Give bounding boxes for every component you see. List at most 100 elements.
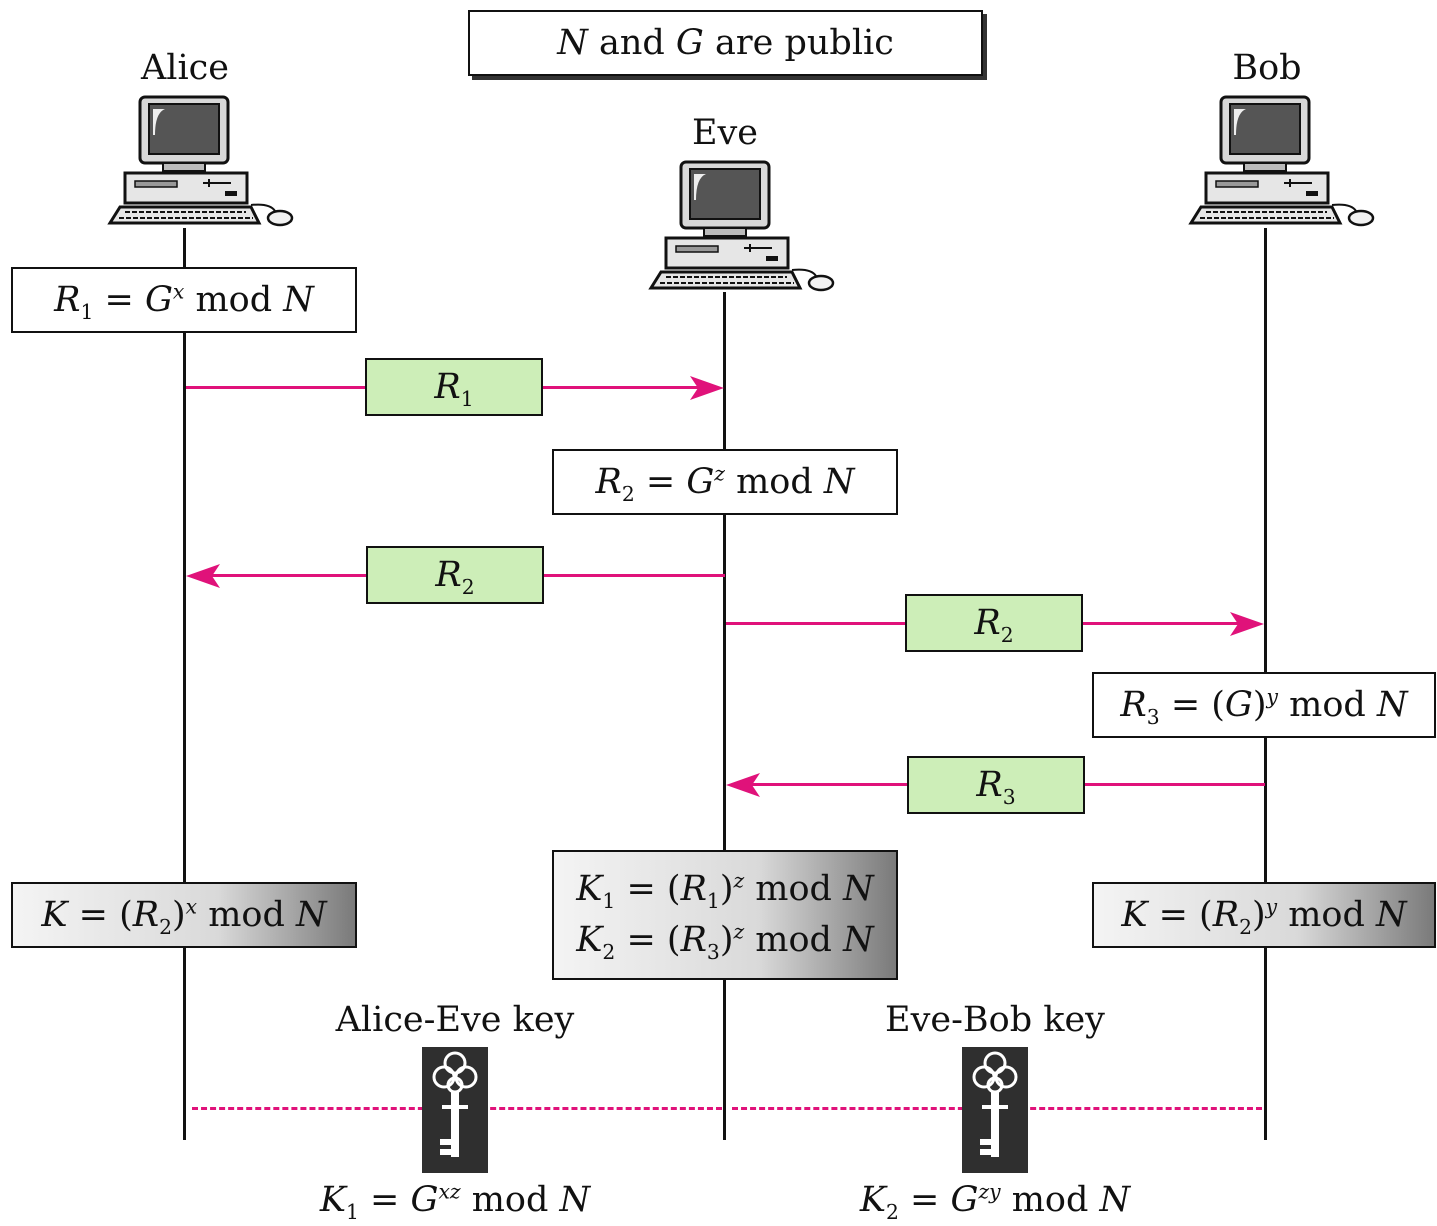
eve-keys-formula: K1 = (R1)z mod N K2 = (R3)z mod N [552,850,898,980]
formula-sub: 2 [886,1200,899,1224]
formula-eq: = ( [615,920,681,960]
formula-n: N [843,869,874,910]
formula-r: R [132,895,160,935]
formula-sub: 3 [706,940,720,964]
formula-mod: mod [184,280,284,320]
formula-paren: ) [1251,895,1266,935]
message-var: R [976,765,1003,805]
formula-r: R [680,869,707,910]
formula-sub: 1 [80,300,94,324]
formula-var: K [576,869,603,910]
formula-mod: mod [1000,1180,1100,1220]
formula-eq: = ( [615,869,681,910]
formula-var: R [1120,685,1147,725]
formula-paren: ) [172,895,186,935]
formula-paren: ) [719,920,734,960]
alice-r1-formula: R1 = Gx mod N [11,267,357,333]
formula-r: R [680,920,707,960]
eve-k1-line: K1 = (R1)z mod N [576,864,873,915]
formula-exp: xz [438,1179,461,1204]
formula-sub: 3 [1146,705,1160,729]
formula-eq: = ( [1147,895,1213,935]
bob-key-formula: K = (R2)y mod N [1092,882,1436,948]
formula-eq: = [634,462,687,502]
alice-eve-key-card [422,1047,488,1173]
formula-sub: 2 [1239,915,1252,939]
eve-lifeline [723,292,726,1140]
formula-base: G [686,462,715,502]
message-var: R [435,555,462,595]
formula-var: K [576,920,603,960]
formula-n: N [283,280,314,320]
k2-final-formula: K2 = Gzy mod N [810,1179,1180,1222]
formula-paren: ) [719,869,734,910]
message-sub: 2 [461,575,475,599]
message-sub: 2 [1000,623,1014,647]
formula-sub: 2 [159,915,172,939]
computer-icon [648,160,835,292]
formula-mod: mod [1278,685,1377,725]
formula-n: N [843,920,874,960]
formula-var: K [1121,895,1148,935]
formula-exp: x [172,279,185,304]
formula-base: G [1224,685,1253,725]
alice-key-formula: K = (R2)x mod N [11,882,357,948]
key-icon [972,1051,1018,1157]
title-text: N and G are public [557,23,894,63]
title-box: N and G are public [468,10,983,76]
formula-mod: mod [197,895,297,935]
title-g: G [675,23,704,63]
formula-mod: mod [724,462,824,502]
bob-r3-formula: R3 = (G)y mod N [1092,672,1436,738]
formula-eq: = [898,1180,951,1220]
formula-var: K [41,895,68,935]
formula-paren: ) [1252,685,1267,725]
formula-mod: mod [744,920,844,960]
eve-r2-formula: R2 = Gz mod N [552,449,898,515]
formula-var: R [595,462,622,502]
title-tail: are public [715,23,894,63]
message-sub: 1 [460,387,474,411]
formula-sub: 1 [706,889,720,914]
formula-eq: = [93,280,145,320]
eve-bob-key-card [962,1047,1028,1173]
alice-eve-key-label: Alice-Eve key [335,1000,575,1040]
formula-mod: mod [1277,895,1377,935]
message-var: R [434,367,461,407]
message-label-r2-to-bob: R2 [905,594,1083,652]
arrowhead-left-icon [186,564,220,588]
formula-n: N [296,895,327,935]
formula-sub: 1 [602,889,616,914]
formula-n: N [559,1180,591,1220]
formula-var: K [859,1180,886,1220]
formula-exp: z [714,461,725,486]
formula-n: N [1376,895,1407,935]
formula-base: G [950,1180,979,1220]
title-and: and [598,23,665,63]
formula-sub: 2 [621,482,635,506]
formula-exp: y [1265,894,1278,919]
k1-final-formula: K1 = Gxz mod N [270,1179,640,1222]
actor-alice-label: Alice [141,48,229,88]
formula-base: G [144,280,173,320]
formula-var: R [54,280,81,320]
formula-exp: x [185,894,198,919]
formula-eq: = ( [1159,685,1225,725]
formula-exp: y [1266,684,1279,709]
actor-eve-label: Eve [691,113,759,153]
formula-sub: 2 [602,940,616,964]
formula-sub: 1 [346,1200,359,1224]
formula-exp: zy [978,1179,1001,1204]
computer-icon [1188,95,1375,227]
formula-eq: = [358,1180,411,1220]
formula-n: N [823,462,855,502]
arrowhead-left-icon [726,773,760,797]
message-label-r3: R3 [907,756,1085,814]
key-icon [432,1051,478,1157]
eve-bob-key-label: Eve-Bob key [885,1000,1105,1040]
formula-mod: mod [744,869,844,910]
formula-mod: mod [460,1180,560,1220]
formula-exp: z [733,919,745,944]
actor-bob-label: Bob [1232,48,1302,88]
title-n: N [557,23,588,63]
